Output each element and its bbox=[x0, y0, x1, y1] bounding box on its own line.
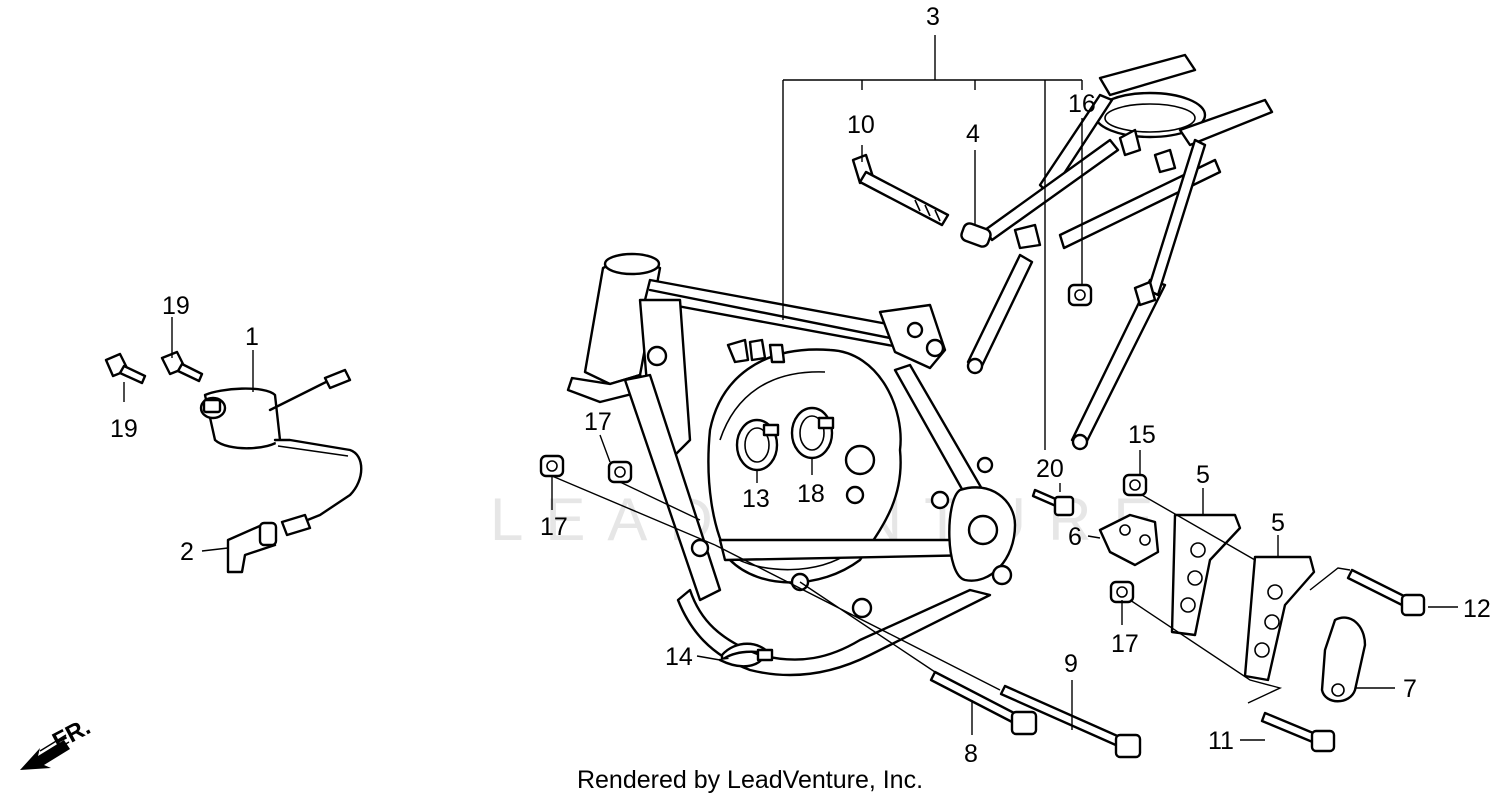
svg-text:20: 20 bbox=[1036, 455, 1064, 483]
clamp-14[interactable] bbox=[718, 642, 774, 668]
ignition-coil[interactable] bbox=[199, 368, 363, 537]
svg-text:11: 11 bbox=[1208, 727, 1234, 755]
bolt-12[interactable] bbox=[1346, 568, 1426, 617]
callout-11[interactable]: 11 bbox=[1208, 727, 1234, 755]
callout-13[interactable]: 13 bbox=[742, 485, 770, 513]
svg-text:17: 17 bbox=[540, 513, 568, 541]
bolt-20[interactable] bbox=[1031, 488, 1075, 517]
callout-17-b[interactable]: 17 bbox=[584, 408, 612, 436]
callout-20[interactable]: 20 bbox=[1036, 455, 1064, 483]
callout-14[interactable]: 14 bbox=[665, 643, 693, 671]
bolt-19-a[interactable] bbox=[104, 352, 147, 385]
svg-text:16: 16 bbox=[1068, 90, 1096, 118]
collar-4[interactable] bbox=[960, 222, 992, 248]
svg-text:12: 12 bbox=[1463, 595, 1491, 623]
nut-17-c[interactable] bbox=[1109, 580, 1135, 604]
front-arrow-icon bbox=[20, 740, 70, 770]
credit-text: Rendered by LeadVenture, Inc. bbox=[576, 766, 924, 794]
svg-text:6: 6 bbox=[1068, 523, 1082, 551]
svg-text:17: 17 bbox=[584, 408, 612, 436]
svg-text:9: 9 bbox=[1064, 650, 1078, 678]
bracket-6[interactable] bbox=[1098, 513, 1160, 567]
callout-5-a[interactable]: 5 bbox=[1196, 461, 1210, 489]
nut-15[interactable] bbox=[1122, 473, 1148, 497]
svg-text:5: 5 bbox=[1196, 461, 1210, 489]
clamp-13[interactable] bbox=[735, 418, 780, 472]
svg-text:19: 19 bbox=[110, 415, 138, 443]
nut-17-a[interactable] bbox=[539, 454, 565, 478]
callout-10[interactable]: 10 bbox=[847, 111, 875, 139]
callout-19-b[interactable]: 19 bbox=[110, 415, 138, 443]
svg-text:15: 15 bbox=[1128, 421, 1156, 449]
svg-text:10: 10 bbox=[847, 111, 875, 139]
spark-plug-cap[interactable] bbox=[226, 521, 278, 574]
svg-text:13: 13 bbox=[742, 485, 770, 513]
sub-frame[interactable] bbox=[966, 53, 1274, 451]
svg-text:14: 14 bbox=[665, 643, 693, 671]
main-frame[interactable] bbox=[566, 252, 1017, 677]
bolt-10[interactable] bbox=[851, 153, 950, 227]
callout-17-c[interactable]: 17 bbox=[1111, 630, 1139, 658]
svg-text:4: 4 bbox=[966, 120, 980, 148]
cover-7[interactable] bbox=[1320, 616, 1367, 703]
callout-2[interactable]: 2 bbox=[180, 538, 194, 566]
nut-17-b[interactable] bbox=[607, 460, 633, 484]
bolt-9[interactable] bbox=[999, 684, 1142, 759]
callout-17-a[interactable]: 17 bbox=[540, 513, 568, 541]
svg-text:18: 18 bbox=[797, 480, 825, 508]
bolt-19-b[interactable] bbox=[160, 350, 204, 383]
svg-text:1: 1 bbox=[245, 323, 259, 351]
bolt-8[interactable] bbox=[929, 670, 1038, 736]
callout-7[interactable]: 7 bbox=[1403, 675, 1417, 703]
callout-19-a[interactable]: 19 bbox=[162, 292, 190, 320]
svg-text:17: 17 bbox=[1111, 630, 1139, 658]
callout-15[interactable]: 15 bbox=[1128, 421, 1156, 449]
callout-1[interactable]: 1 bbox=[245, 323, 259, 351]
svg-text:8: 8 bbox=[964, 740, 978, 768]
engine-hanger-plate-b[interactable] bbox=[1243, 555, 1316, 682]
callout-8[interactable]: 8 bbox=[964, 740, 978, 768]
engine-hanger-plate-a[interactable] bbox=[1170, 513, 1242, 637]
callout-12[interactable]: 12 bbox=[1463, 595, 1491, 623]
callout-16[interactable]: 16 bbox=[1068, 90, 1096, 118]
callout-18[interactable]: 18 bbox=[797, 480, 825, 508]
callout-3[interactable]: 3 bbox=[926, 3, 940, 31]
callout-4[interactable]: 4 bbox=[966, 120, 980, 148]
front-direction-indicator: FR. bbox=[20, 713, 95, 770]
callout-6[interactable]: 6 bbox=[1068, 523, 1082, 551]
svg-text:5: 5 bbox=[1271, 509, 1285, 537]
svg-text:2: 2 bbox=[180, 538, 194, 566]
leader-lines bbox=[123, 35, 1458, 741]
bolt-11[interactable] bbox=[1260, 711, 1336, 753]
callout-5-b[interactable]: 5 bbox=[1271, 509, 1285, 537]
callout-9[interactable]: 9 bbox=[1064, 650, 1078, 678]
svg-text:19: 19 bbox=[162, 292, 190, 320]
clamp-18[interactable] bbox=[790, 406, 835, 460]
svg-text:3: 3 bbox=[926, 3, 940, 31]
nut-16[interactable] bbox=[1067, 283, 1093, 307]
svg-text:7: 7 bbox=[1403, 675, 1417, 703]
